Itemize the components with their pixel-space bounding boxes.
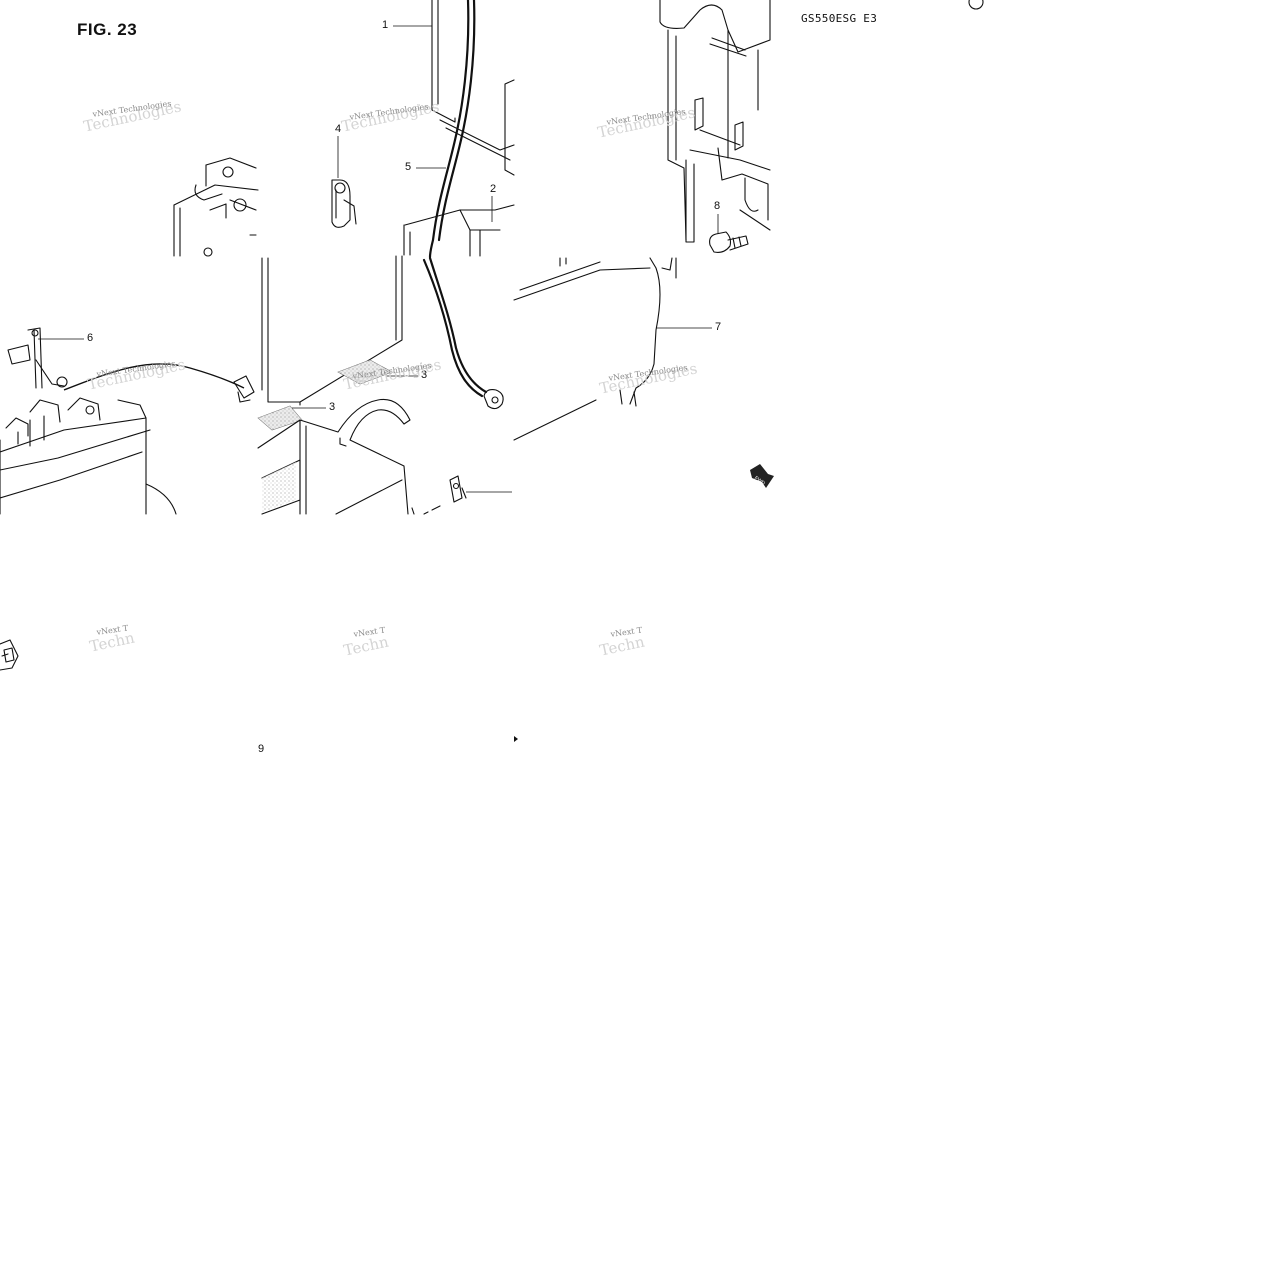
bracket-9	[411, 475, 467, 515]
callout-8: 8	[714, 200, 721, 212]
strap-6	[7, 327, 65, 389]
callout-7: 7	[715, 321, 722, 333]
callout-3-upper: 3	[421, 369, 428, 381]
breather-wire	[63, 363, 255, 403]
battery-bracket-lower	[513, 257, 677, 441]
callout-5: 5	[405, 161, 412, 173]
fwd-arrow: FWD	[750, 464, 774, 488]
pad-3-lower	[257, 405, 303, 431]
callout-6: 6	[87, 332, 94, 344]
battery-lower	[0, 376, 177, 515]
arrow-fragment	[514, 736, 518, 742]
clamp-4	[331, 179, 357, 228]
battery-cable-5	[428, 0, 476, 259]
battery-tray	[257, 398, 411, 515]
fwd-label: FWD	[753, 475, 766, 487]
battery-top	[173, 157, 259, 257]
battery-case-upper	[403, 0, 515, 257]
callout-4: 4	[335, 123, 342, 135]
callout-1: 1	[382, 19, 389, 31]
callout-9: 9	[258, 743, 265, 755]
callout-2: 2	[490, 183, 497, 195]
figure-title: FIG. 23	[77, 20, 138, 39]
model-code: GS550ESG E3	[801, 12, 878, 25]
leader-lines	[38, 25, 719, 493]
battery-cable-5-lower	[422, 256, 504, 410]
battery-case-middle	[261, 255, 403, 406]
connector-fragment	[0, 639, 19, 671]
callout-3-lower: 3	[329, 401, 336, 413]
bolt-8	[709, 231, 749, 253]
battery-bracket-upper	[659, 0, 984, 243]
pad-3-upper	[337, 359, 393, 385]
